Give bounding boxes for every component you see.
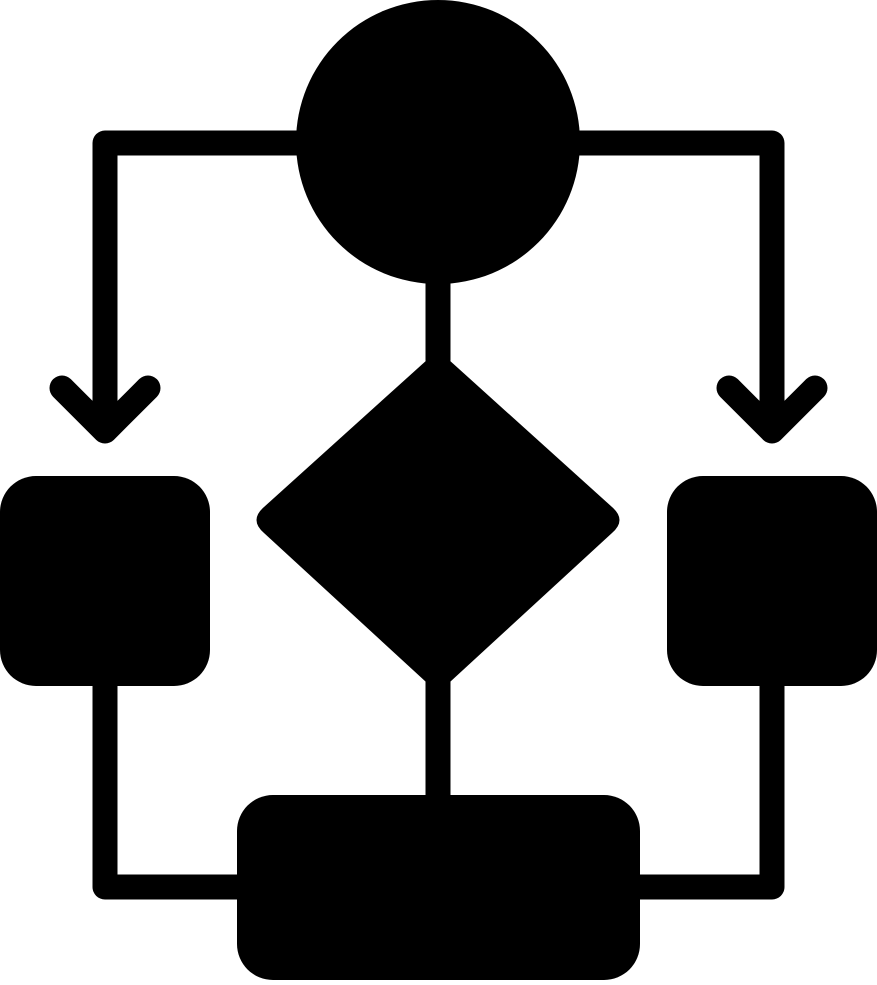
left-arrow-head: [49, 375, 161, 444]
left-loop-connector: [92, 130, 313, 443]
left-process-to-end-connector: [92, 667, 253, 900]
right-process-node: [667, 476, 877, 686]
left-process-node: [0, 476, 210, 686]
right-arrow-head: [716, 375, 828, 444]
start-node: [296, 0, 580, 284]
end-node: [237, 795, 640, 980]
decision-node: [256, 350, 620, 693]
right-process-to-end-connector: [624, 667, 785, 900]
connectors: [92, 130, 785, 900]
right-loop-connector: [565, 130, 785, 443]
